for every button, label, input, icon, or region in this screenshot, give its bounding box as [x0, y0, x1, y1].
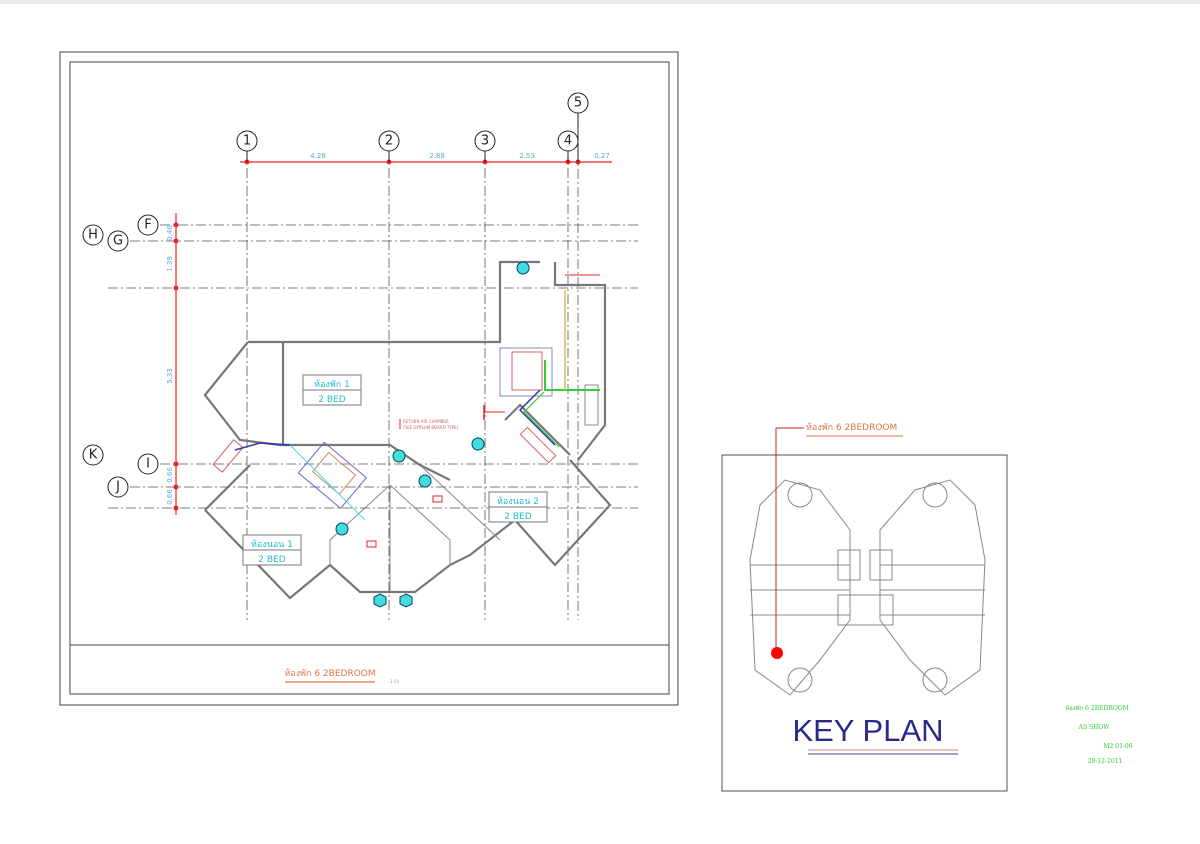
vdim-3: 5.33 — [166, 368, 174, 384]
top-bar — [0, 0, 1200, 4]
grid-bubble-I: I — [146, 457, 150, 472]
grid-bubble-3: 3 — [481, 134, 489, 149]
inner-frame — [69, 61, 670, 695]
grid-bubble-J: J — [115, 480, 120, 495]
dim-2-3: 2.88 — [429, 152, 445, 160]
svg-text:AS SHOW: AS SHOW — [1078, 724, 1111, 731]
hvac-equipment — [212, 274, 600, 548]
drawing-scale: 1:50 — [390, 679, 399, 684]
grid-bubble-4: 4 — [564, 134, 572, 149]
vdim-4: 0.66 — [166, 467, 174, 483]
grid-bubble-K: K — [89, 448, 98, 463]
svg-text:2 BED: 2 BED — [258, 555, 285, 565]
svg-text:2 BED: 2 BED — [504, 512, 531, 522]
room-tag-2: ห้องนอน 1 2 BED — [242, 534, 302, 566]
horizontal-dimension: 4.28 2.88 2.53 0.27 — [240, 152, 612, 165]
svg-text:ห้องพัก 1: ห้องพัก 1 — [314, 379, 350, 390]
room-tag-3: ห้องนอน 2 2 BED — [488, 491, 548, 523]
key-plan-callout: ห้องพัก 6 2BEDROOM — [806, 422, 897, 433]
dim-3-4: 2.53 — [519, 152, 535, 160]
grid-bubbles: 1 2 3 4 5 F H G K I J — [82, 92, 589, 498]
vdim-1: 0.46 — [166, 225, 174, 241]
svg-text:2 BED: 2 BED — [318, 395, 345, 405]
vdim-2: 1.39 — [166, 256, 174, 272]
dim-1-2: 4.28 — [310, 152, 326, 160]
outer-frame — [59, 51, 679, 706]
grid-bubble-H: H — [88, 228, 98, 243]
grid-bubble-F: F — [144, 218, 151, 233]
fixture-markers — [335, 261, 530, 608]
svg-text:ห้องนอน 2: ห้องนอน 2 — [497, 496, 539, 507]
grid-bubble-1: 1 — [243, 134, 251, 149]
svg-text:ห้องพัก 6 2BEDROOM: ห้องพัก 6 2BEDROOM — [1065, 705, 1129, 712]
svg-text:29-12-2011: 29-12-2011 — [1088, 758, 1123, 765]
room-tag-1: ห้องพัก 1 2 BED — [302, 374, 362, 406]
grid-bubble-5: 5 — [574, 96, 582, 111]
dim-4-5: 0.27 — [594, 152, 610, 160]
location-marker — [771, 647, 783, 659]
svg-text:ห้องนอน 1: ห้องนอน 1 — [251, 539, 293, 550]
grid-bubble-2: 2 — [385, 134, 393, 149]
vdim-5: 0.66 — [166, 489, 174, 505]
key-plan-title: KEY PLAN — [792, 713, 943, 748]
svg-text:M2 01-06: M2 01-06 — [1103, 743, 1132, 750]
vertical-dimension: 0.46 1.39 5.33 0.66 0.66 — [166, 213, 179, 515]
return-air-note: RETURN AIR CHAMBER (SEE GYPSUM BOARD TYP… — [399, 419, 459, 430]
key-plan: ห้องพัก 6 2BEDROOM KEY PLAN — [721, 422, 1008, 792]
drawing-title: ห้องพัก 6 2BEDROOM — [284, 668, 375, 679]
svg-text:RETURN AIR CHAMBER: RETURN AIR CHAMBER — [403, 419, 449, 424]
grid-lines — [108, 115, 638, 620]
svg-text:(SEE GYPSUM BOARD TYPE): (SEE GYPSUM BOARD TYPE) — [403, 425, 459, 430]
grid-bubble-G: G — [113, 234, 123, 249]
title-block: ห้องพัก 6 2BEDROOM AS SHOW M2 01-06 29-1… — [1065, 705, 1133, 765]
